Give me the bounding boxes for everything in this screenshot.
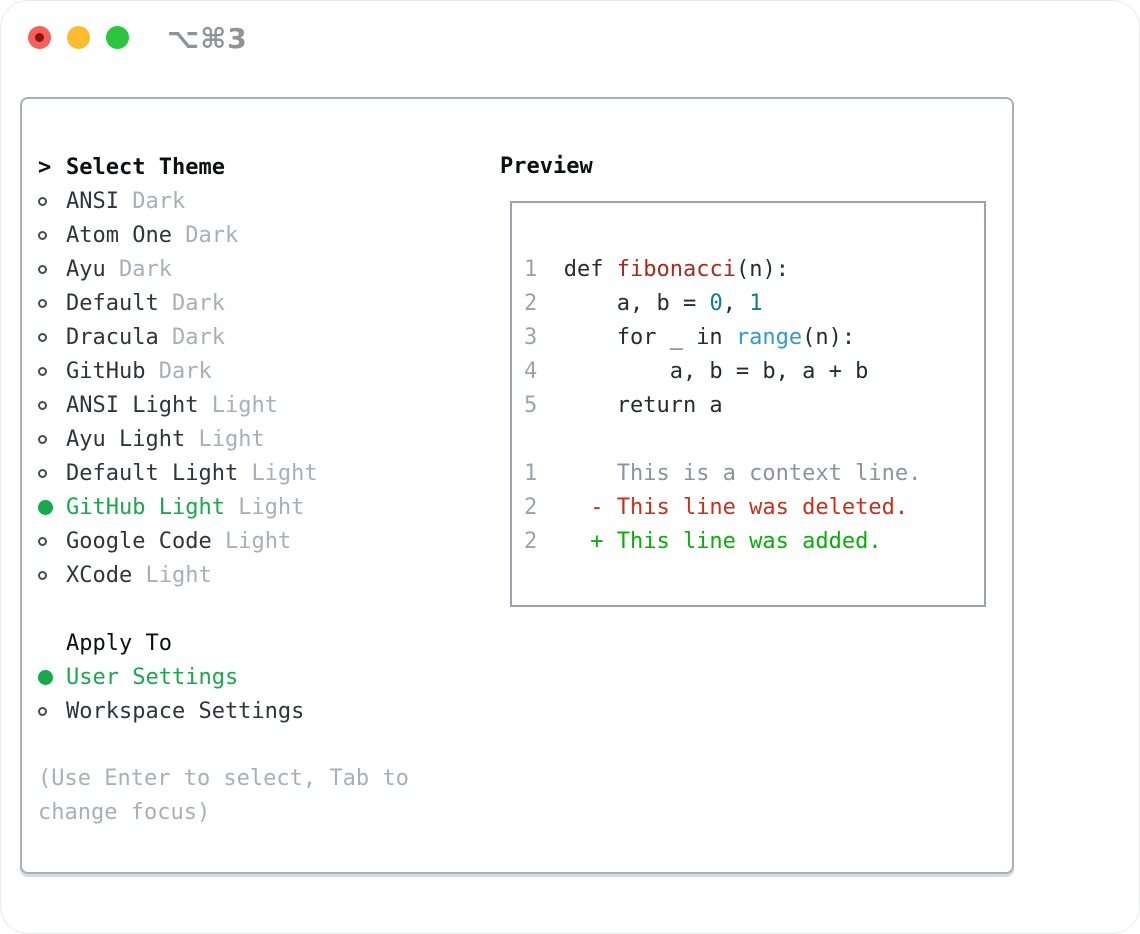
code-line-4: 4 a, b = b, a + b [524, 359, 869, 384]
select-theme-header: > Select Theme [38, 150, 478, 184]
apply-to-label: Apply To [66, 630, 172, 656]
code-preview: 1 def fibonacci(n): 2 a, b = 0, 1 3 for _ … [512, 203, 984, 559]
theme-option-name: ANSI Light [66, 392, 212, 418]
radio-icon [38, 298, 47, 308]
theme-option-default-light[interactable]: Default Light Light [38, 456, 478, 490]
radio-icon [38, 434, 47, 444]
radio-slot [38, 230, 66, 240]
spacer [38, 728, 478, 762]
theme-variant-label: Dark [118, 256, 172, 282]
radio-slot [38, 570, 66, 580]
theme-option-name: GitHub [66, 358, 159, 384]
theme-variant-label: Dark [171, 290, 225, 316]
theme-option-name: XCode [66, 562, 146, 588]
theme-variant-label: Light [145, 562, 212, 588]
apply-option-workspace-settings[interactable]: Workspace Settings [38, 694, 478, 728]
radio-slot [38, 400, 66, 410]
theme-option-name: Default [66, 290, 172, 316]
focus-caret-icon: > [38, 154, 52, 180]
theme-option-name: Ayu Light [66, 426, 199, 452]
spacer [38, 592, 478, 626]
diff-deleted-line: 2 - This line was deleted. [524, 495, 909, 520]
theme-option-atom-one[interactable]: Atom One Dark [38, 218, 478, 252]
apply-to-header: Apply To [38, 626, 478, 660]
code-line-1: 1 def fibonacci(n): [524, 257, 789, 282]
theme-option-ansi[interactable]: ANSI Dark [38, 184, 478, 218]
radio-slot [38, 468, 66, 478]
radio-selected-icon [38, 499, 53, 515]
radio-slot [38, 196, 66, 206]
radio-icon [38, 264, 47, 274]
radio-icon [38, 400, 47, 410]
radio-slot [38, 332, 66, 342]
radio-icon [38, 706, 47, 716]
theme-option-github-light[interactable]: GitHub Light Light [38, 490, 478, 524]
radio-slot [38, 264, 66, 274]
close-dot-icon [35, 33, 44, 42]
minimize-button[interactable] [67, 26, 90, 49]
radio-slot [38, 366, 66, 376]
radio-slot [38, 298, 66, 308]
apply-option-name: Workspace Settings [66, 698, 305, 724]
radio-icon [38, 332, 47, 342]
radio-icon [38, 196, 47, 206]
theme-variant-label: Light [224, 528, 292, 554]
radio-icon [38, 536, 47, 546]
theme-option-name: Default Light [66, 460, 252, 486]
code-line-3: 3 for _ in range(n): [524, 325, 856, 350]
zoom-button[interactable] [106, 26, 129, 49]
radio-slot [38, 669, 66, 685]
theme-option-name: ANSI [66, 188, 133, 214]
preview-box: 1 def fibonacci(n): 2 a, b = 0, 1 3 for _ … [510, 201, 986, 607]
theme-option-ayu-light[interactable]: Ayu Light Light [38, 422, 478, 456]
radio-selected-icon [38, 669, 53, 685]
theme-option-dracula[interactable]: Dracula Dark [38, 320, 478, 354]
theme-option-ansi-light[interactable]: ANSI Light Light [38, 388, 478, 422]
theme-option-name: Google Code [66, 528, 225, 554]
radio-slot [38, 536, 66, 546]
diff-context-line: 1 This is a context line. [524, 461, 922, 486]
apply-option-name: User Settings [66, 664, 239, 690]
close-button[interactable] [28, 26, 51, 49]
window-title: ⌥⌘3 [167, 22, 248, 55]
theme-option-github[interactable]: GitHub Dark [38, 354, 478, 388]
titlebar: ⌥⌘3 [0, 0, 1140, 75]
theme-option-xcode[interactable]: XCode Light [38, 558, 478, 592]
radio-icon [38, 230, 47, 240]
radio-icon [38, 468, 47, 478]
theme-variant-label: Light [198, 426, 265, 452]
theme-option-name: Dracula [66, 324, 172, 350]
hint-text: (Use Enter to select, Tab to change focu… [38, 766, 409, 825]
radio-slot [38, 434, 66, 444]
radio-slot [38, 706, 66, 716]
code-line-2: 2 a, b = 0, 1 [524, 291, 763, 316]
preview-label: Preview [500, 154, 593, 179]
radio-icon [38, 366, 47, 376]
blank-line [524, 423, 984, 457]
theme-variant-label: Light [251, 460, 318, 486]
theme-variant-label: Dark [185, 222, 239, 248]
select-theme-label: Select Theme [66, 154, 225, 180]
theme-variant-label: Light [238, 494, 305, 520]
radio-slot [38, 499, 66, 515]
theme-option-name: Ayu [66, 256, 119, 282]
code-line-5: 5 return a [524, 393, 723, 418]
radio-icon [38, 570, 47, 580]
theme-option-name: Atom One [66, 222, 186, 248]
theme-variant-label: Light [211, 392, 278, 418]
theme-variant-label: Dark [158, 358, 212, 384]
theme-variant-label: Dark [132, 188, 186, 214]
apply-option-user-settings[interactable]: User Settings [38, 660, 478, 694]
theme-option-name: GitHub Light [66, 494, 239, 520]
theme-option-ayu[interactable]: Ayu Dark [38, 252, 478, 286]
theme-option-default[interactable]: Default Dark [38, 286, 478, 320]
theme-variant-label: Dark [171, 324, 225, 350]
theme-option-google-code[interactable]: Google Code Light [38, 524, 478, 558]
diff-added-line: 2 + This line was added. [524, 529, 882, 554]
